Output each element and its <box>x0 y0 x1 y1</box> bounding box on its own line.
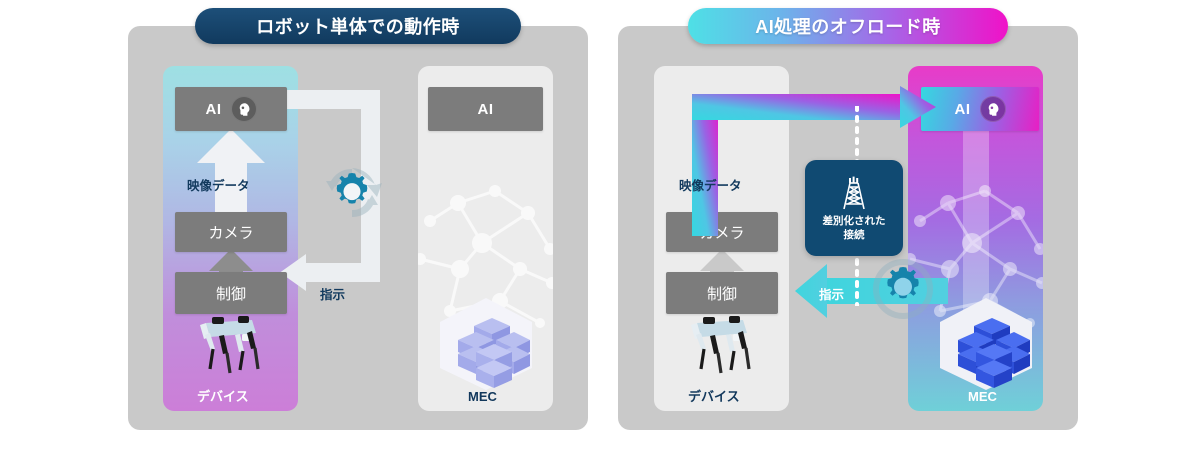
control-block-offload[interactable]: 制御 <box>666 272 778 314</box>
gear-refresh-icon <box>872 258 934 320</box>
control-block-label-offload: 制御 <box>706 285 737 303</box>
tower-title-line2: 接続 <box>843 228 865 241</box>
ai-block-label: AI <box>205 100 222 118</box>
robot-dog-icon <box>691 316 751 374</box>
video-data-label-standalone: 映像データ <box>187 179 250 193</box>
ai-block-mec-label: AI <box>477 100 494 118</box>
camera-block-label: カメラ <box>208 224 254 242</box>
control-block-standalone[interactable]: 制御 <box>175 272 287 314</box>
differentiated-connection-card[interactable]: 差別化された 接続 <box>805 160 903 256</box>
head-brain-icon <box>979 96 1006 122</box>
ai-to-mec-connector <box>963 128 989 328</box>
ai-block-offload-label: AI <box>954 100 971 118</box>
ai-block-mec-standalone[interactable]: AI <box>428 87 543 131</box>
gear-refresh-icon <box>322 163 382 223</box>
device-caption-standalone: デバイス <box>197 389 249 404</box>
instruction-loop-arrow-standalone <box>278 90 380 291</box>
head-brain-glyph <box>988 102 999 116</box>
video-uplink-arrow-offload <box>692 86 936 236</box>
mec-caption-standalone: MEC <box>468 389 497 404</box>
instruction-label-standalone: 指示 <box>320 288 346 302</box>
panel-offload-title: AI処理のオフロード時 <box>688 8 1008 44</box>
instruction-downlink-arrow-offload <box>795 264 948 318</box>
ai-block-offload[interactable]: AI <box>921 87 1039 131</box>
control-to-camera-arrow-standalone <box>209 249 253 275</box>
video-data-label-offload: 映像データ <box>679 179 742 193</box>
head-brain-icon <box>230 96 257 122</box>
mec-server-hexagon-icon <box>440 298 532 390</box>
control-block-label: 制御 <box>215 285 246 303</box>
head-brain-glyph <box>239 102 250 116</box>
instruction-label-offload: 指示 <box>819 288 845 302</box>
panel-standalone-title: ロボット単体での動作時 <box>195 8 521 44</box>
video-data-arrow-standalone <box>197 129 265 213</box>
ai-block-standalone[interactable]: AI <box>175 87 287 131</box>
mec-server-hexagon-icon <box>940 298 1032 390</box>
control-to-camera-arrow-offload <box>700 249 744 275</box>
mec-caption-offload: MEC <box>968 389 997 404</box>
robot-dog-icon <box>200 316 260 374</box>
device-caption-offload: デバイス <box>688 389 740 404</box>
tower-title-line1: 差別化された <box>822 214 886 227</box>
camera-block-standalone[interactable]: カメラ <box>175 212 287 252</box>
cell-tower-icon <box>843 176 865 209</box>
